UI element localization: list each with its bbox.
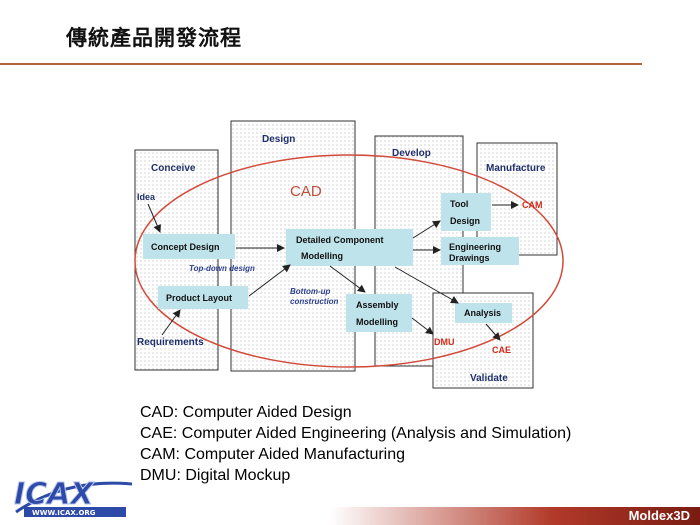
node-dmu: DMU [434, 337, 455, 347]
definition-cad: CAD: Computer Aided Design [140, 404, 352, 421]
definitions-list: CAD: Computer Aided Design CAE: Computer… [140, 402, 571, 486]
node-box-detailed-component [286, 229, 413, 266]
node-requirements: Requirements [137, 337, 204, 348]
phase-label-conceive: Conceive [151, 163, 196, 174]
node-box-assembly-modelling [346, 294, 412, 332]
node-engineering-drawings-line1: Engineering [449, 242, 501, 252]
phase-label-validate: Validate [470, 373, 508, 384]
node-concept-design: Concept Design [151, 242, 220, 252]
footer-bar [330, 507, 700, 525]
node-assembly-modelling-line1: Assembly [356, 300, 399, 310]
node-engineering-drawings-line2: Drawings [449, 253, 490, 263]
node-tool-design-line2: Design [450, 216, 480, 226]
arrow-detailed-to-assembly [329, 265, 366, 293]
svg-text:ICAX: ICAX [14, 477, 95, 512]
node-cae: CAE [492, 345, 511, 355]
icax-logo: ICAX WWW.ICAX.ORG [14, 477, 133, 517]
node-box-engineering-drawings [441, 237, 519, 265]
page-title: 傳統產品開發流程 [66, 26, 242, 50]
node-cam: CAM [522, 200, 543, 210]
node-box-analysis [455, 303, 512, 323]
phase-label-manufacture: Manufacture [486, 163, 546, 174]
arrow-idea-to-concept [147, 203, 161, 233]
phase-box-conceive [134, 149, 219, 371]
node-assembly-modelling-line2: Modelling [356, 317, 398, 327]
definition-cam: CAM: Computer Aided Manufacturing [140, 446, 406, 463]
node-detailed-component-line1: Detailed Component [296, 235, 384, 245]
definition-dmu: DMU: Digital Mockup [140, 467, 291, 484]
title-divider [0, 63, 642, 65]
node-box-tool-design [441, 193, 491, 231]
arrow-detailed-to-tool [412, 220, 441, 239]
phase-label-develop: Develop [392, 148, 431, 159]
node-idea: Idea [137, 192, 156, 202]
definition-cae: CAE: Computer Aided Engineering (Analysi… [140, 425, 572, 442]
arrow-assembly-to-dmu [411, 317, 434, 335]
node-tool-design-line1: Tool [450, 199, 468, 209]
node-product-layout: Product Layout [166, 293, 232, 303]
node-box-product-layout [158, 286, 248, 309]
annotation-bottom-up-line1: Bottom-up [290, 287, 331, 296]
arrow-layout-to-detailed [248, 264, 291, 297]
node-box-concept-design [143, 234, 235, 259]
brand-logo: Moldex3D [628, 508, 690, 523]
arrow-requirements-to-layout [161, 309, 181, 336]
arrow-detailed-to-analysis [394, 266, 459, 304]
cad-ellipse [134, 154, 564, 368]
svg-text:WWW.ICAX.ORG: WWW.ICAX.ORG [32, 509, 96, 517]
arrow-analysis-to-cae [485, 323, 501, 341]
node-detailed-component-line2: Modelling [301, 251, 343, 261]
phase-label-design: Design [262, 134, 295, 145]
annotation-bottom-up-line2: construction [290, 297, 339, 306]
annotation-top-down: Top-down design [189, 264, 255, 273]
cad-label: CAD [290, 183, 322, 200]
node-analysis: Analysis [464, 308, 501, 318]
